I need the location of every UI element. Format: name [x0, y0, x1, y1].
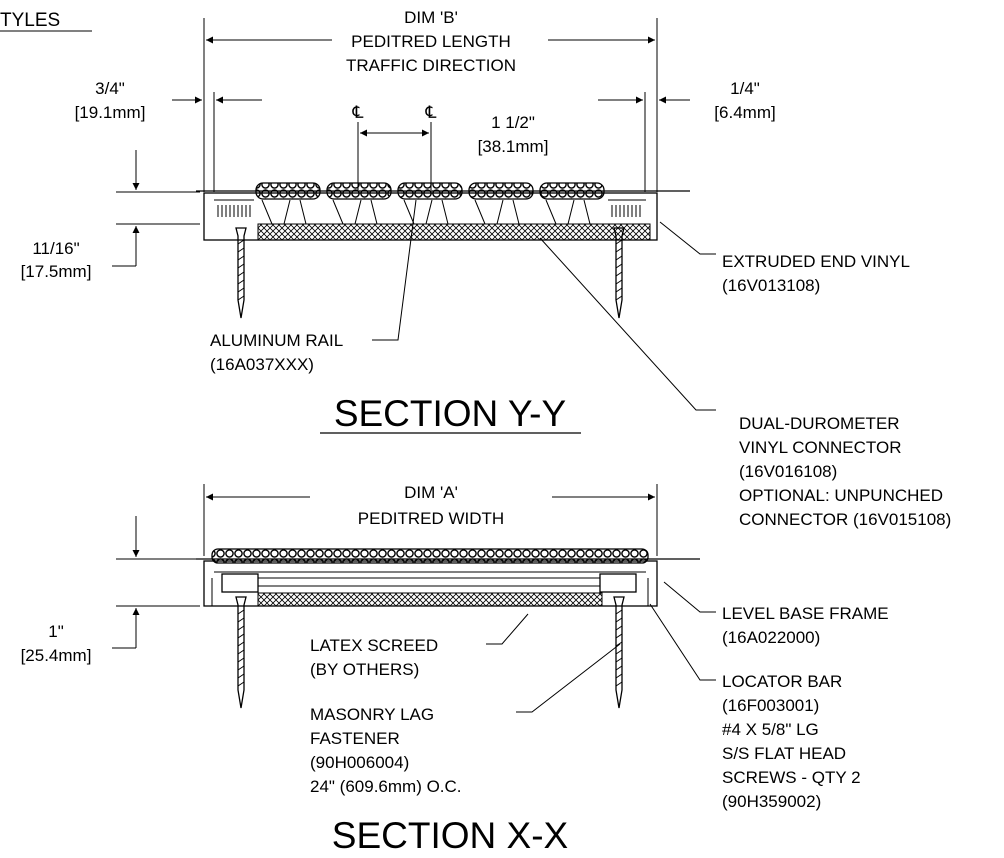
right-offset-mm: [6.4mm] — [714, 103, 775, 122]
dim-a-desc: PEDITRED WIDTH — [358, 509, 504, 528]
spacing-mm: [38.1mm] — [478, 137, 549, 156]
locator-line-4: S/S FLAT HEAD — [722, 744, 846, 763]
locator-line-1: LOCATOR BAR — [722, 672, 842, 691]
fastener-line-4: 24" (609.6mm) O.C. — [310, 777, 462, 796]
fastener-line-1: MASONRY LAG — [310, 705, 434, 724]
dim-a-label: DIM 'A' — [404, 483, 458, 502]
locator-line-6: (90H359002) — [722, 792, 821, 811]
dim-b-desc-2: TRAFFIC DIRECTION — [346, 56, 516, 75]
locator-line-2: (16F003001) — [722, 696, 819, 715]
rail-label: ALUMINUM RAIL — [210, 331, 343, 350]
section-y-drawing — [112, 18, 716, 434]
centerline-symbol-2: ℄ — [425, 103, 437, 122]
connector-line-1: DUAL-DUROMETER — [739, 414, 900, 433]
section-x-drawing — [112, 484, 716, 713]
dim-b-desc-1: PEDITRED LENGTH — [351, 32, 511, 51]
height-x-in: 1" — [48, 622, 64, 641]
header-fragment: TYLES — [0, 10, 60, 31]
connector-line-5: CONNECTOR (16V015108) — [739, 510, 951, 529]
right-offset-in: 1/4" — [730, 79, 760, 98]
rail-part: (16A037XXX) — [210, 355, 314, 374]
spacing-in: 1 1/2" — [491, 113, 535, 132]
end-vinyl-part: (16V013108) — [722, 276, 820, 295]
connector-line-2: VINYL CONNECTOR — [739, 438, 901, 457]
screed-label: LATEX SCREED — [310, 636, 438, 655]
height-y-in: 11/16" — [32, 239, 79, 258]
centerline-symbol-1: ℄ — [352, 103, 364, 122]
height-y-mm: [17.5mm] — [21, 262, 92, 281]
screed-note: (BY OTHERS) — [310, 660, 419, 679]
connector-line-4: OPTIONAL: UNPUNCHED — [739, 486, 943, 505]
section-y-title: SECTION Y-Y — [334, 393, 566, 434]
end-vinyl-label: EXTRUDED END VINYL — [722, 252, 910, 271]
left-offset-in: 3/4" — [95, 79, 125, 98]
fastener-line-2: FASTENER — [310, 729, 400, 748]
height-x-mm: [25.4mm] — [21, 646, 92, 665]
frame-part: (16A022000) — [722, 628, 820, 647]
dim-b-label: DIM 'B' — [404, 8, 458, 27]
fastener-line-3: (90H006004) — [310, 753, 409, 772]
locator-line-5: SCREWS - QTY 2 — [722, 768, 861, 787]
frame-label: LEVEL BASE FRAME — [722, 604, 889, 623]
connector-line-3: (16V016108) — [739, 462, 837, 481]
left-offset-mm: [19.1mm] — [75, 103, 146, 122]
locator-line-3: #4 X 5/8" LG — [722, 720, 819, 739]
section-x-title: SECTION X-X — [332, 815, 568, 856]
